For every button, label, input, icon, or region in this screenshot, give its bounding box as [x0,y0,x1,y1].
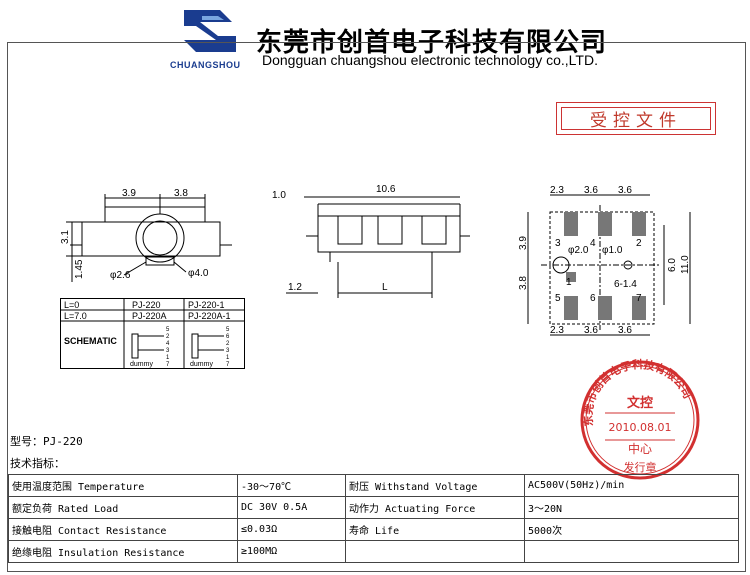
spec-cell: 动作力 Actuating Force [345,496,525,519]
dim-front-height: 3.1 [60,230,71,244]
stamp-date: 2010.08.01 [609,421,672,434]
logo-text: CHUANGSHOU [170,60,241,70]
front-view [66,194,232,282]
schem-pin-r-4: 3 [226,348,230,354]
side-view [286,196,470,298]
pin-label-7: 7 [636,293,642,304]
schem-pin-l-1: 5 [166,327,170,333]
schematic-table: L=0 PJ-220 PJ-220-1 L=7.0 PJ-220A PJ-220… [60,298,245,369]
dim-side-L: L [382,282,388,293]
spec-cell: AC500V(50Hz)/min [524,474,739,497]
dim-bottom-note: 6-1.4 [614,279,637,290]
spec-cell: 寿命 Life [345,518,525,541]
schem-pin-r-5: 1 [226,355,230,361]
technical-drawing: 3.9 3.8 3.1 1.45 φ2.6 φ4.0 1.0 10.6 1.2 … [60,184,691,336]
schem-pin-l-3: 4 [166,341,170,347]
schem-row1-c3: PJ-220-1 [188,300,225,310]
svg-text:东莞市创首电子科技有限公司: 东莞市创首电子科技有限公司 [581,357,695,427]
spec-cell: 3～20N [524,496,739,519]
schem-pin-l-6: 7 [166,362,170,368]
company-logo [178,6,242,60]
schem-row1-c1: L=0 [64,300,79,310]
controlled-doc-label: 受控文件 [561,107,711,131]
company-name-en: Dongguan chuangshou electronic technolog… [262,52,598,68]
dim-front-right: 3.8 [174,188,188,199]
dim-bottom-bot-3: 3.6 [618,325,632,336]
pin-label-5: 5 [555,293,561,304]
schem-row2-c3: PJ-220A-1 [188,311,231,321]
schem-pin-l-5: 1 [166,355,170,361]
spec-cell: 接触电阻 Contact Resistance [8,518,238,541]
dim-side-length: 10.6 [376,184,396,195]
spec-cell: 绝缘电阻 Insulation Resistance [8,540,238,563]
schem-pin-l-2: 2 [166,334,170,340]
table-row: 绝缘电阻 Insulation Resistance ≥100MΩ [8,540,739,563]
spec-cell: ≥100MΩ [237,540,346,563]
schem-row1-c2: PJ-220 [132,300,161,310]
schem-row2-c2: PJ-220A [132,311,167,321]
red-stamp: 东莞市创首电子科技有限公司 文控 2010.08.01 中心 发行章 [580,357,700,480]
dim-side-bottom-left: 1.2 [288,282,302,293]
spec-cell: -30～70℃ [237,474,346,497]
dim-bottom-right-inner: 6.0 [667,258,678,272]
pin-label-2: 2 [636,238,642,249]
schem-pin-l-4: 3 [166,348,170,354]
spec-cell: ≤0.03Ω [237,518,346,541]
spec-cell [524,540,739,563]
dim-bottom-left-bottom: 3.8 [518,276,529,290]
dim-phi-small: φ2.6 [110,270,131,281]
schem-pin-r-1: 5 [226,327,230,333]
dim-front-left: 3.9 [122,188,136,199]
dim-bottom-top-3: 3.6 [618,185,632,196]
spec-cell: DC 30V 0.5A [237,496,346,519]
controlled-doc-box: 受控文件 [556,102,716,135]
pin-label-1: 1 [566,277,572,288]
schem-pin-r-3: 2 [226,341,230,347]
spec-table: 使用温度范围 Temperature -30～70℃ 耐压 Withstand … [8,474,739,563]
pin-label-4: 4 [590,238,596,249]
table-row: 使用温度范围 Temperature -30～70℃ 耐压 Withstand … [8,474,739,497]
stamp-line3: 中心 [628,441,652,456]
document-frame [7,42,746,572]
schem-dummy-right: dummy [190,361,213,368]
dim-front-bottom: 1.45 [74,259,85,279]
spec-cell: 额定负荷 Rated Load [8,496,238,519]
model-line: 型号：PJ-220 [10,435,83,448]
spec-cell [345,540,525,563]
spec-cell: 耐压 Withstand Voltage [345,474,525,497]
dim-bottom-bot-1: 2.3 [550,325,564,336]
dim-side-top-left: 1.0 [272,190,286,201]
dim-bottom-phi-left: φ2.0 [568,245,589,256]
spec-cell: 使用温度范围 Temperature [8,474,238,497]
dim-bottom-left-top: 3.9 [518,236,529,250]
table-row: 接触电阻 Contact Resistance ≤0.03Ω 寿命 Life 5… [8,518,739,541]
company-name-cn: 东莞市创首电子科技有限公司 [256,28,608,58]
stamp-ring-text: 东莞市创首电子科技有限公司 [581,357,695,427]
dim-bottom-phi-right: φ1.0 [602,245,623,256]
schem-label: SCHEMATIC [64,336,117,346]
stamp-bottom: 发行章 [624,460,657,474]
dim-bottom-top-2: 3.6 [584,185,598,196]
spec-heading: 技术指标： [10,457,65,470]
pin-label-3: 3 [555,238,561,249]
dim-bottom-bot-2: 3.6 [584,325,598,336]
table-row: 额定负荷 Rated Load DC 30V 0.5A 动作力 Actuatin… [8,496,739,519]
schem-dummy-left: dummy [130,361,153,368]
spec-cell: 5000次 [524,518,739,541]
stamp-line1: 文控 [627,395,653,411]
dim-phi-large: φ4.0 [188,268,209,279]
schem-row2-c1: L=7.0 [64,311,87,321]
dim-bottom-right-outer: 11.0 [680,255,691,274]
schem-pin-r-6: 7 [226,362,230,368]
dim-bottom-top-1: 2.3 [550,185,564,196]
schem-pin-r-2: 6 [226,334,230,340]
pin-label-6: 6 [590,293,596,304]
